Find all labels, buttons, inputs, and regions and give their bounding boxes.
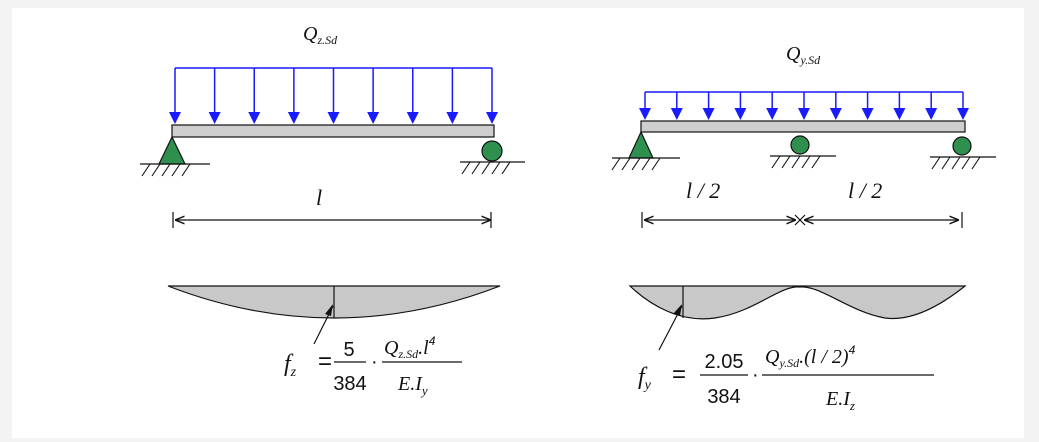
svg-text:fy: fy (638, 364, 652, 393)
svg-text:2.05: 2.05 (705, 351, 744, 373)
right-load-arrow (957, 92, 969, 120)
right-middle-roller-support (770, 135, 836, 169)
left-pin-support (140, 135, 210, 177)
svg-text:Qz.Sd.l4: Qz.Sd.l4 (384, 334, 436, 361)
right-deflection-formula: fy = 2.05 384 · Qy.Sd.(l / 2)4 E.Iz (638, 343, 934, 413)
svg-text:Qy.Sd.(l / 2)4: Qy.Sd.(l / 2)4 (765, 343, 856, 370)
left-load-arrow (287, 68, 300, 124)
right-load-arrow (798, 92, 810, 120)
svg-text:5: 5 (343, 339, 354, 361)
right-load-arrow (639, 92, 651, 120)
right-load-arrow (925, 92, 938, 120)
left-beam (171, 124, 495, 138)
right-beam (640, 120, 966, 133)
right-load-arrow (893, 92, 906, 120)
right-load-arrow (702, 92, 715, 120)
svg-text:fz: fz (284, 351, 297, 380)
svg-text:=: = (672, 361, 686, 388)
svg-text:384: 384 (707, 386, 740, 408)
left-load-arrow (367, 68, 380, 124)
right-load-arrow (734, 92, 747, 120)
left-load-arrow (169, 68, 181, 124)
left-distributed-load (169, 67, 498, 124)
svg-text:·: · (371, 351, 378, 373)
left-span-label: l (316, 185, 322, 210)
left-load-arrow (327, 68, 340, 124)
right-deflection-curve (628, 285, 967, 320)
svg-text:E.Iy: E.Iy (397, 373, 428, 398)
svg-text:·: · (752, 364, 759, 386)
left-roller-support (460, 140, 525, 175)
left-load-arrow (446, 68, 459, 124)
left-deflection-formula: fz = 5 384 · Qz.Sd.l4 E.Iy (284, 334, 462, 398)
right-load-arrow (670, 92, 683, 120)
left-load-label: Qz.Sd (303, 23, 338, 47)
right-span-label-2: l / 2 (848, 178, 882, 203)
right-end-roller-support (930, 136, 996, 170)
right-span-label-1: l / 2 (686, 178, 720, 203)
right-beam-group: Qy.Sd (611, 43, 996, 413)
left-load-arrow (248, 68, 261, 124)
right-load-arrow (766, 92, 779, 120)
right-distributed-load (639, 91, 969, 120)
right-pin-support (611, 130, 680, 171)
svg-text:384: 384 (333, 373, 366, 395)
left-beam-group: Qz.Sd (140, 23, 525, 398)
right-load-label: Qy.Sd (786, 43, 821, 67)
right-load-arrow (829, 92, 842, 120)
left-load-arrow (406, 68, 419, 124)
right-load-arrow (861, 92, 874, 120)
left-load-arrow (486, 68, 498, 124)
svg-text:E.Iz: E.Iz (825, 388, 855, 413)
svg-text:=: = (318, 348, 332, 375)
left-load-arrow (208, 68, 221, 124)
